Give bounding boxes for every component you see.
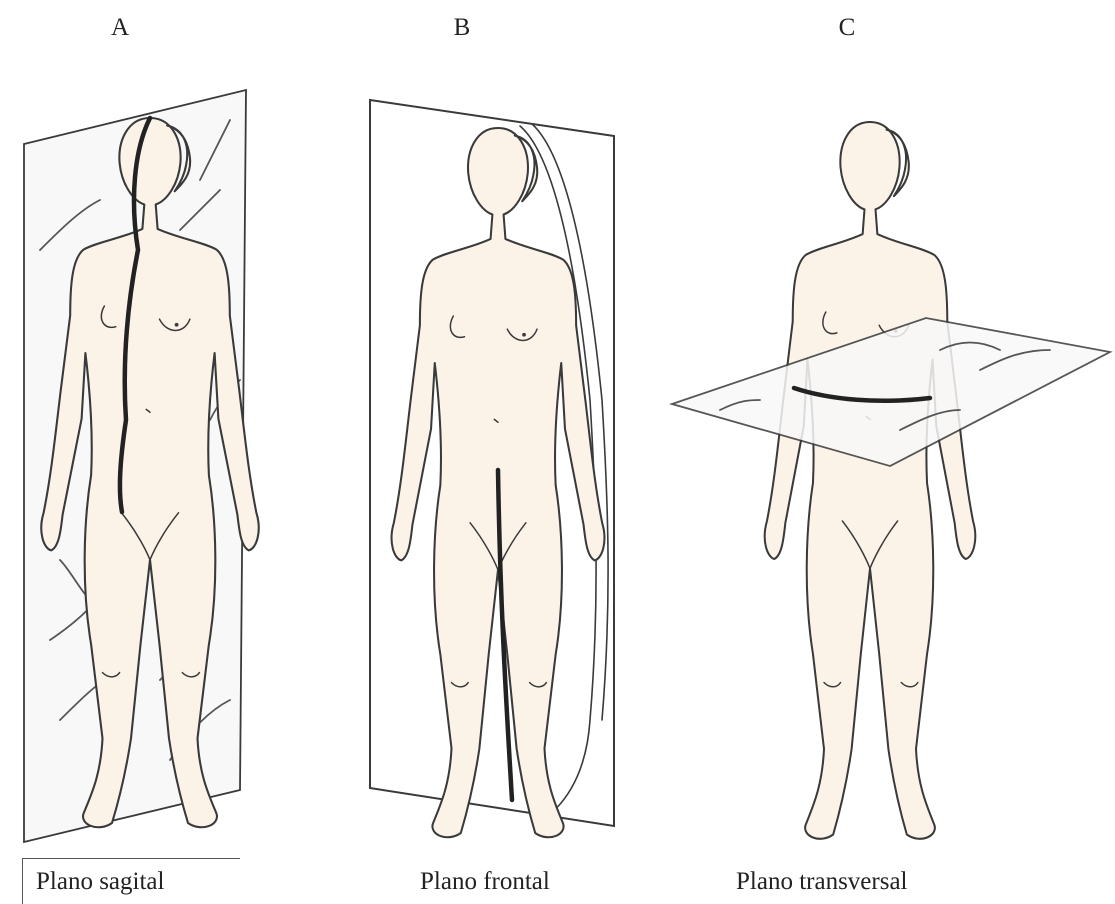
frontal-plane-figure [370, 100, 614, 837]
transverse-plane-sheet [672, 318, 1110, 466]
caption-rule [22, 858, 240, 859]
caption-sagittal: Plano sagital [36, 868, 164, 896]
transverse-plane-figure [672, 122, 1110, 839]
sagittal-plane-figure [24, 90, 259, 842]
caption-rule-left [22, 858, 23, 904]
caption-frontal: Plano frontal [420, 868, 550, 896]
caption-transverse: Plano transversal [736, 868, 907, 896]
